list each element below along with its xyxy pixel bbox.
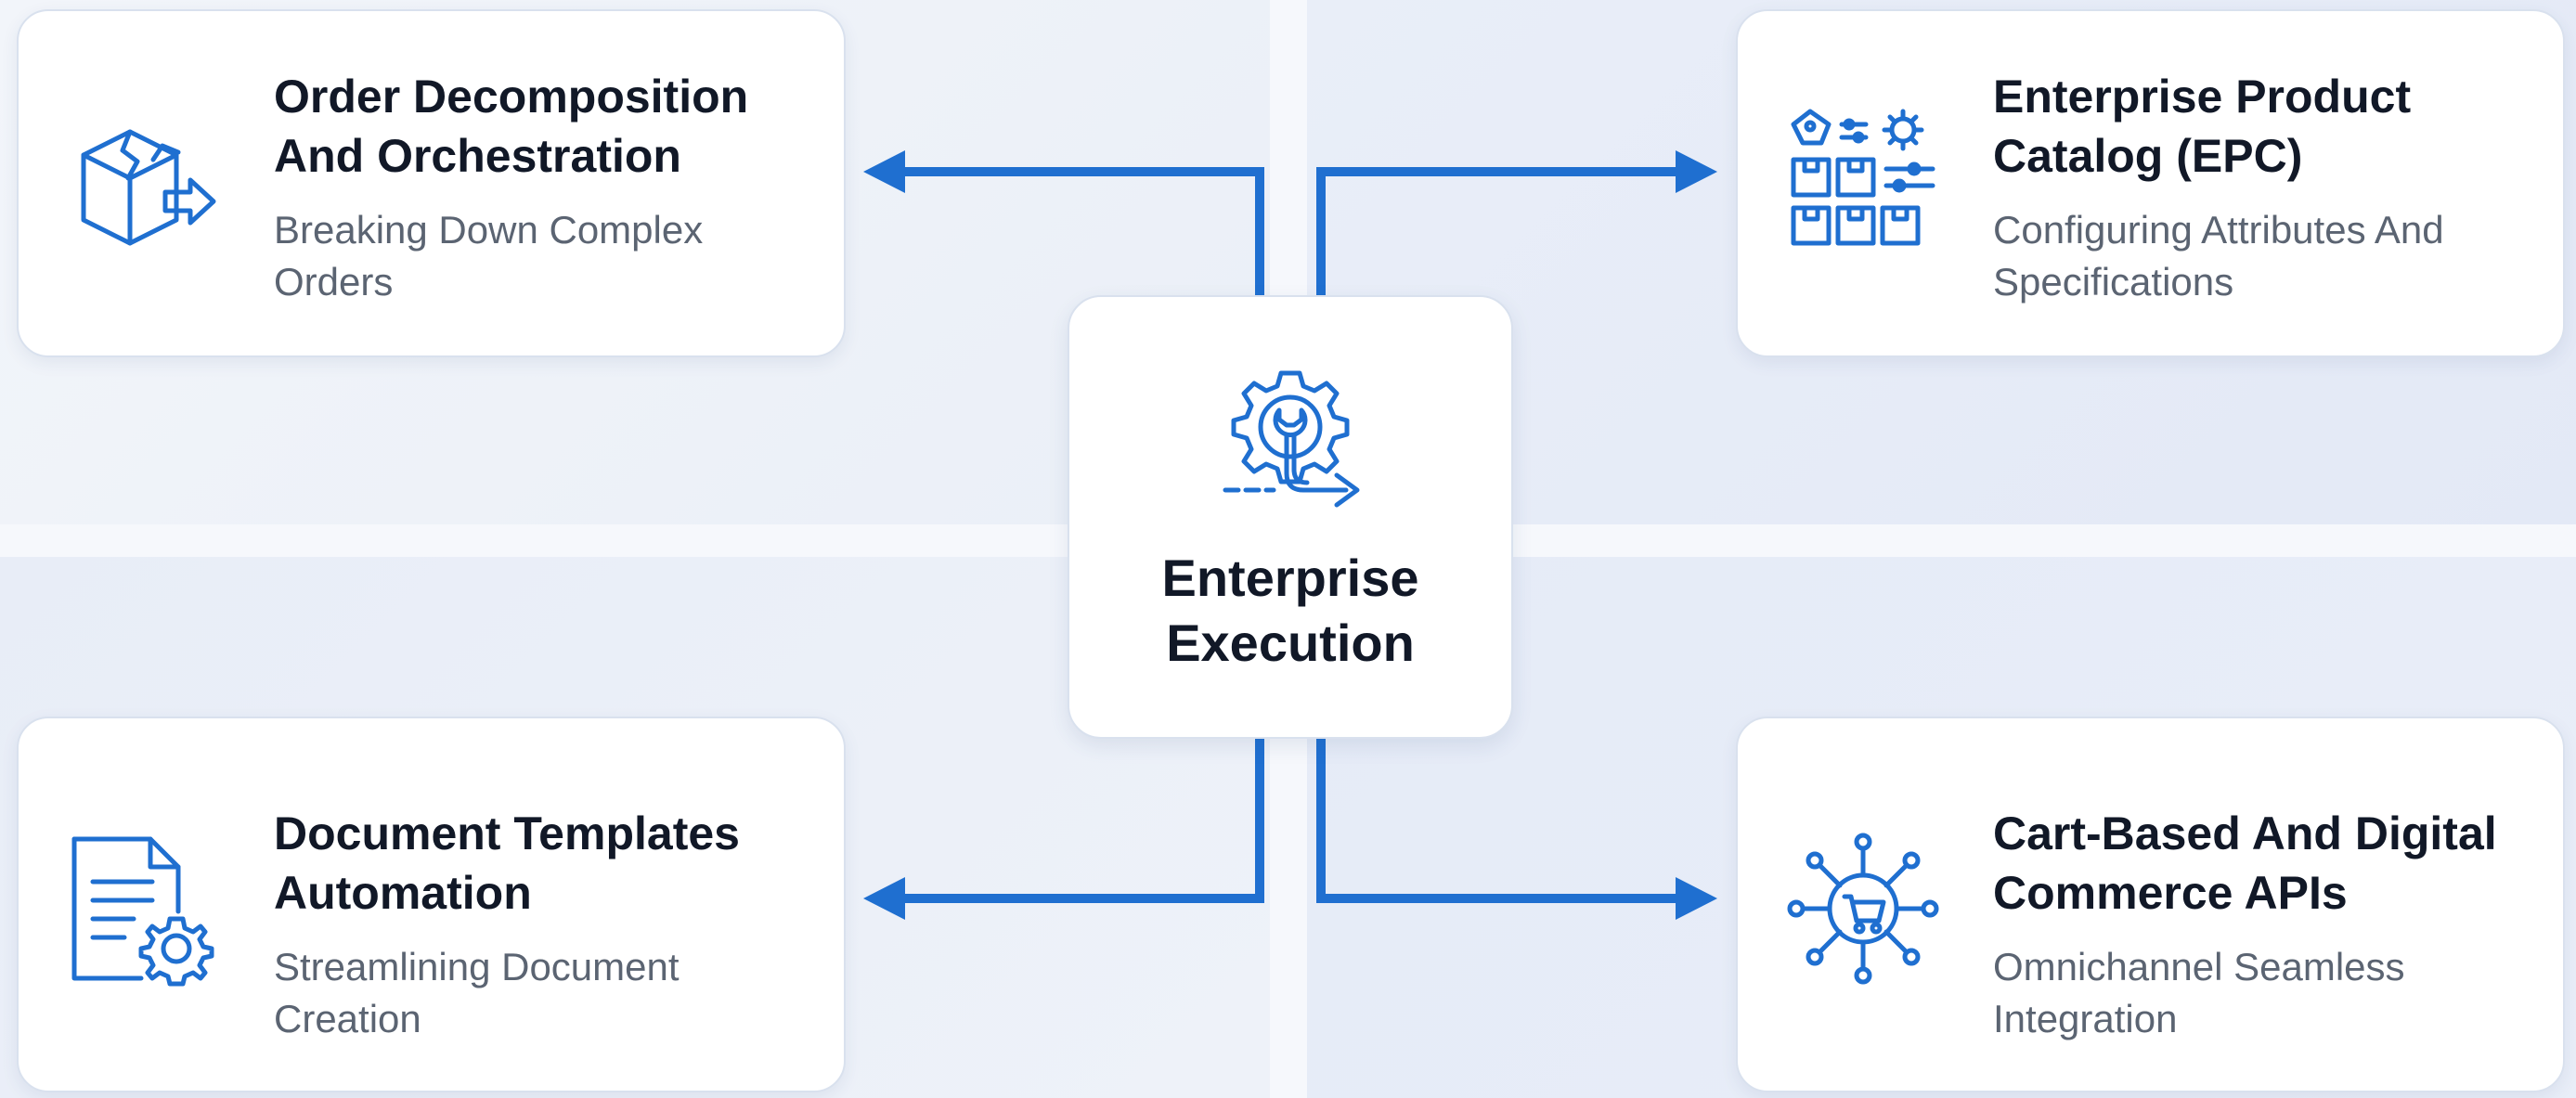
box-split-arrow-icon xyxy=(65,104,223,262)
gear-wrench-arrow-icon xyxy=(1207,353,1374,520)
catalog-grid-settings-icon xyxy=(1784,104,1942,262)
center-node-enterprise-execution[interactable]: Enterprise Execution xyxy=(1068,295,1513,739)
node-title: Order Decomposition And Orchestration xyxy=(274,71,749,182)
node-card-order-decomposition[interactable]: Order Decomposition And Orchestration Br… xyxy=(17,9,846,357)
node-subtitle: Streamlining Document Creation xyxy=(274,945,680,1040)
node-subtitle: Breaking Down Complex Orders xyxy=(274,208,704,304)
center-title: Enterprise Execution xyxy=(1161,549,1419,672)
document-gear-icon xyxy=(65,830,223,988)
node-card-commerce-apis[interactable]: Cart-Based And Digital Commerce APIs Omn… xyxy=(1736,717,2565,1092)
cart-network-icon xyxy=(1784,830,1942,988)
node-title: Cart-Based And Digital Commerce APIs xyxy=(1993,807,2497,919)
node-subtitle: Configuring Attributes And Specification… xyxy=(1993,208,2444,304)
node-subtitle: Omnichannel Seamless Integration xyxy=(1993,945,2405,1040)
node-title: Enterprise Product Catalog (EPC) xyxy=(1993,71,2412,182)
node-title: Document Templates Automation xyxy=(274,807,740,919)
node-card-product-catalog[interactable]: Enterprise Product Catalog (EPC) Configu… xyxy=(1736,9,2565,357)
node-card-document-templates[interactable]: Document Templates Automation Streamlini… xyxy=(17,717,846,1092)
